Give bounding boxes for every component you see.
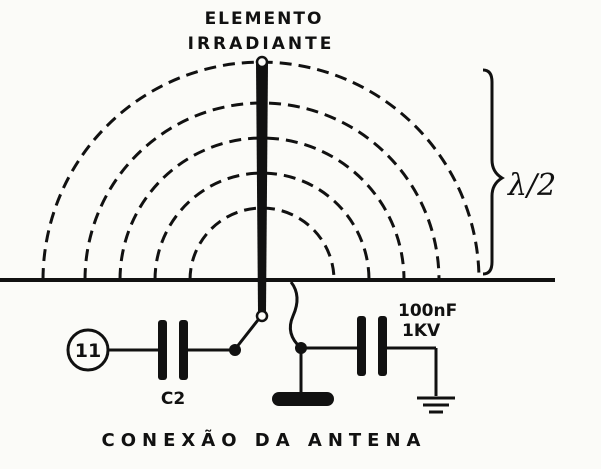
antenna-top-terminal bbox=[255, 55, 269, 69]
capacitor-100nf-plate-right bbox=[378, 316, 387, 376]
circuit-wires bbox=[108, 281, 438, 396]
radiation-arc-3 bbox=[118, 136, 406, 281]
ground-plate-node bbox=[295, 342, 307, 354]
radiation-arc-2 bbox=[153, 171, 371, 281]
wire-antenna-to-ground-plane bbox=[288, 281, 303, 350]
switch-blade bbox=[234, 319, 260, 349]
title-line-2: IRRADIANTE bbox=[188, 34, 335, 54]
switch-junction-node bbox=[229, 344, 241, 356]
ground-symbol bbox=[417, 396, 455, 414]
capacitor-c2-plate-right bbox=[179, 320, 188, 380]
radiation-arc-1 bbox=[188, 206, 336, 281]
capacitor-value-line-2: 1KV bbox=[402, 321, 441, 341]
capacitor-100nf bbox=[357, 316, 387, 376]
capacitor-c2-label: C2 bbox=[161, 389, 185, 409]
capacitor-100nf-plate-left bbox=[357, 316, 366, 376]
diagram-caption: CONEXÃO DA ANTENA bbox=[102, 428, 427, 451]
antenna-bottom-terminal bbox=[255, 309, 269, 323]
title-line-1: ELEMENTO bbox=[205, 9, 324, 29]
capacitor-value-line-1: 100nF bbox=[398, 301, 457, 321]
capacitor-c2-plate-left bbox=[158, 320, 167, 380]
capacitor-c2 bbox=[158, 320, 188, 380]
ground-plate bbox=[272, 392, 334, 406]
terminal-11-label: 11 bbox=[75, 340, 101, 362]
lambda-half-label: λ/2 bbox=[507, 168, 556, 203]
half-wavelength-brace bbox=[482, 68, 505, 276]
radiating-element bbox=[256, 64, 268, 312]
